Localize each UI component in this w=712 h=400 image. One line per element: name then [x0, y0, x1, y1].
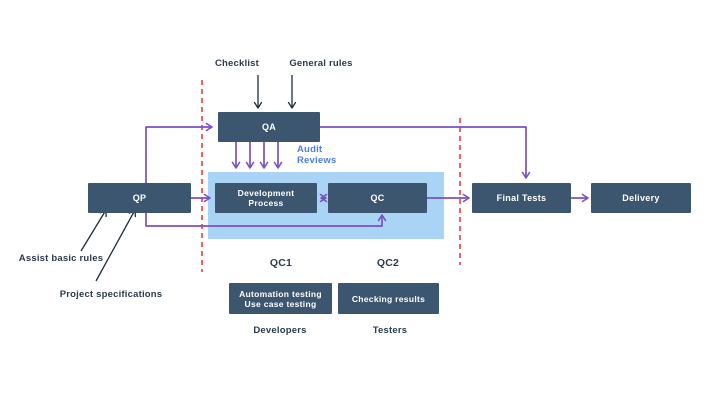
qa-box: QA — [218, 112, 320, 142]
checklist-label: Checklist — [214, 58, 260, 69]
arrow-project-specs-to-qp — [95, 209, 137, 282]
qp-box: QP — [88, 183, 191, 213]
final-tests-box: Final Tests — [472, 183, 571, 213]
development-process-label-line1: Development — [237, 188, 295, 198]
qa-box-label: QA — [261, 122, 277, 132]
development-process-label-line2: Process — [248, 198, 284, 208]
qc-box-label: QC — [370, 193, 385, 203]
audit-reviews-line2: Reviews — [297, 154, 337, 166]
automation-testing-label-line1: Automation testing — [239, 288, 322, 299]
assist-basic-rules-label: Assist basic rules — [18, 253, 104, 264]
audit-reviews-label: Audit Reviews — [297, 144, 357, 166]
automation-testing-label-line2: Use case testing — [244, 298, 317, 309]
qc1-label: QC1 — [269, 257, 293, 269]
checking-results-label: Checking results — [351, 293, 426, 304]
audit-reviews-line1: Audit — [297, 144, 323, 155]
checking-results-box: Checking results — [338, 283, 439, 314]
automation-testing-box: Automation testing Use case testing — [229, 283, 332, 314]
testers-label: Testers — [372, 325, 408, 336]
general-rules-label: General rules — [289, 58, 353, 69]
arrow-assist-rules-to-qp — [80, 209, 107, 252]
developers-label: Developers — [253, 325, 307, 336]
delivery-box-label: Delivery — [622, 193, 660, 203]
final-tests-box-label: Final Tests — [496, 193, 547, 203]
qc-box: QC — [328, 183, 427, 213]
project-specifications-label: Project specifications — [59, 289, 163, 300]
qc2-label: QC2 — [376, 257, 400, 269]
qp-box-label: QP — [132, 193, 147, 203]
development-process-box: Development Process — [215, 183, 317, 213]
delivery-box: Delivery — [591, 183, 691, 213]
arrow-qp-to-qa — [145, 122, 213, 183]
